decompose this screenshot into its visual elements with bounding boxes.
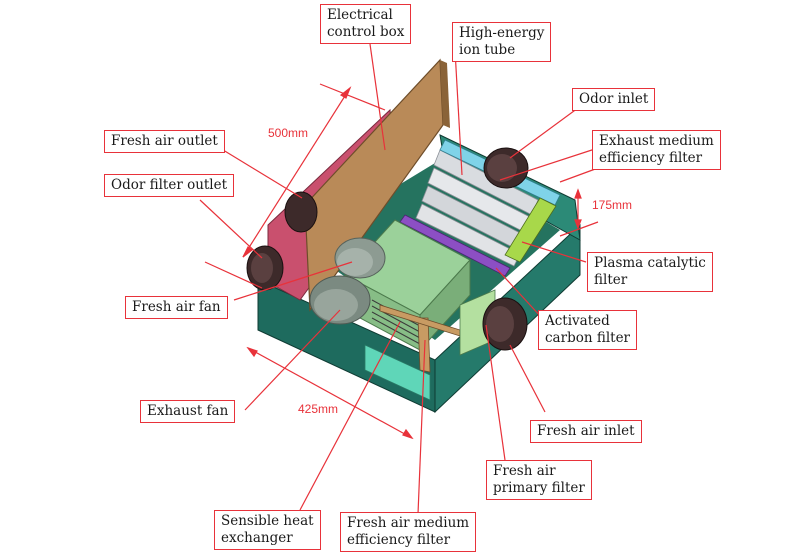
- label-electrical-control-box: Electrical control box: [320, 4, 412, 44]
- label-fresh-air-inlet: Fresh air inlet: [530, 420, 642, 443]
- fresh-medium-filter-shape: [417, 317, 431, 373]
- label-fresh-air-fan: Fresh air fan: [125, 296, 228, 319]
- label-fresh-air-outlet: Fresh air outlet: [104, 130, 225, 153]
- label-plasma-catalytic-filter: Plasma catalytic filter: [587, 252, 713, 292]
- dimension-width-text: 425mm: [298, 402, 339, 416]
- dimension-height-text: 175mm: [592, 198, 633, 212]
- odor-filter-outlet-duct: [246, 245, 284, 291]
- ion-tubes: [415, 149, 539, 267]
- dimension-width-line: [246, 346, 414, 440]
- fresh-air-outlet-duct: [284, 191, 318, 233]
- label-activated-carbon-filter: Activated carbon filter: [538, 310, 638, 350]
- label-fresh-air-primary-filter: Fresh air primary filter: [486, 460, 592, 500]
- exhaust-fan-shape: [309, 275, 371, 325]
- odor-inlet-duct: [483, 147, 529, 189]
- label-odor-inlet: Odor inlet: [572, 88, 656, 111]
- control-box-edge: [440, 60, 450, 128]
- label-exhaust-medium-efficiency-filter: Exhaust medium efficiency filter: [592, 130, 721, 170]
- label-high-energy-ion-tube: High-energy ion tube: [452, 22, 552, 62]
- dimension-height-line: [559, 167, 599, 237]
- leader-lines: [199, 43, 599, 515]
- label-exhaust-fan: Exhaust fan: [140, 400, 236, 423]
- label-fresh-air-medium-efficiency-filter: Fresh air medium efficiency filter: [340, 512, 477, 552]
- dimension-length-line: [204, 83, 386, 289]
- plasma-filter-shape: [504, 197, 557, 263]
- label-sensible-heat-exchanger: Sensible heat exchanger: [214, 510, 321, 550]
- label-odor-filter-outlet: Odor filter outlet: [104, 174, 235, 197]
- aqua-block: [364, 344, 431, 401]
- fresh-air-inlet-duct: [482, 297, 528, 351]
- fresh-air-fan-shape: [334, 237, 386, 279]
- dimension-length-text: 500mm: [268, 126, 309, 140]
- carbon-filter-shape: [399, 214, 511, 277]
